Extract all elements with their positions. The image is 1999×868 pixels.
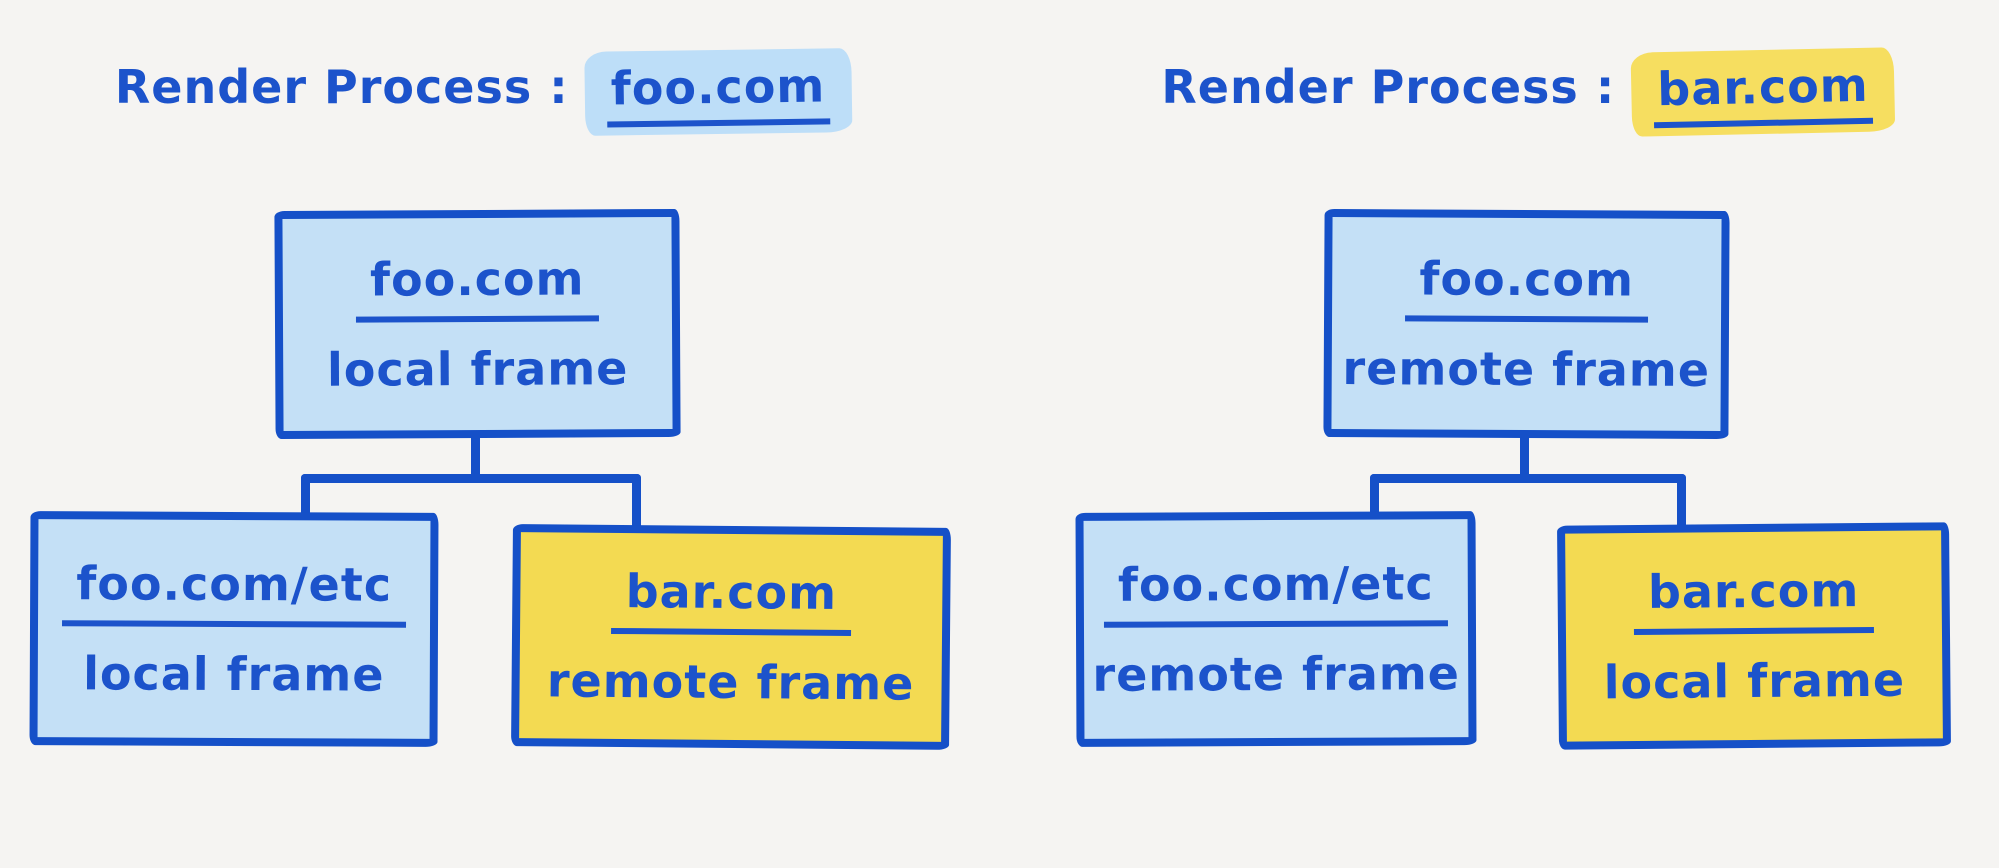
- frame-box-foo-child-local: foo.com/etc local frame: [29, 511, 439, 747]
- frame-box-bar-child-remote: foo.com/etc remote frame: [1075, 511, 1477, 747]
- frame-type: local frame: [326, 341, 629, 397]
- frame-type: remote frame: [1092, 646, 1461, 702]
- frame-type: local frame: [1603, 652, 1906, 710]
- connector-crossbar: [1370, 474, 1686, 483]
- frame-box-foo-root: foo.com local frame: [274, 208, 681, 440]
- title-prefix: Render Process :: [1161, 60, 1616, 114]
- frame-type: local frame: [83, 646, 385, 702]
- render-process-title-foo: Render Process : foo.com: [114, 48, 852, 136]
- connector-crossbar: [301, 474, 641, 483]
- title-prefix: Render Process :: [114, 60, 569, 114]
- frame-box-foo-child-remote: bar.com remote frame: [511, 524, 951, 750]
- title-domain-highlight-blue: foo.com: [584, 48, 852, 136]
- title-domain-highlight-yellow: bar.com: [1630, 47, 1896, 137]
- connector-drop-right: [1677, 474, 1686, 532]
- frame-box-bar-root: foo.com remote frame: [1323, 208, 1730, 440]
- connector-drop-left: [301, 474, 310, 520]
- frame-type: remote frame: [1342, 341, 1711, 397]
- frame-domain: bar.com: [611, 563, 852, 637]
- frame-domain: bar.com: [1633, 562, 1874, 636]
- connector-stem: [471, 432, 480, 482]
- connector-drop-left: [1370, 474, 1379, 520]
- title-domain: foo.com: [606, 58, 830, 128]
- frame-domain: foo.com/etc: [1103, 556, 1448, 628]
- render-process-title-bar: Render Process : bar.com: [1161, 47, 1896, 137]
- connector-drop-right: [632, 474, 641, 532]
- frame-domain: foo.com: [355, 251, 599, 323]
- frame-domain: foo.com/etc: [62, 556, 407, 628]
- connector-stem: [1520, 432, 1529, 482]
- title-domain: bar.com: [1652, 57, 1874, 129]
- frame-domain: foo.com: [1405, 251, 1649, 323]
- frame-box-bar-child-local: bar.com local frame: [1557, 522, 1951, 750]
- frame-type: remote frame: [546, 653, 915, 711]
